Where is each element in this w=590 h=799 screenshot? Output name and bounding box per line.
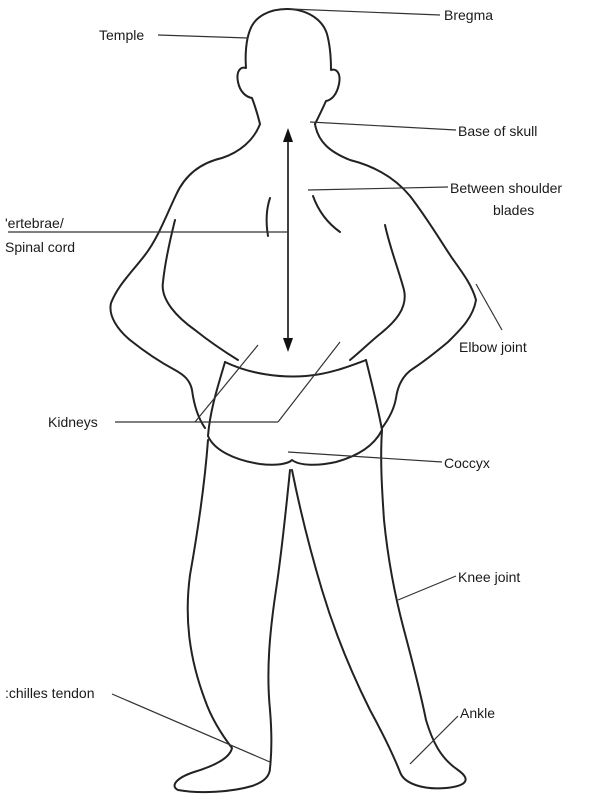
label-kidneys: Kidneys [48, 414, 98, 430]
coccyx-leader [288, 452, 442, 462]
shoulder-blade-right [313, 196, 340, 232]
kidneys-leader-right [278, 342, 340, 422]
label-between-shoulder-blades-2: blades [493, 202, 534, 218]
left-arm-inner [163, 220, 238, 360]
label-between-shoulder-blades-1: Between shoulder [450, 180, 562, 196]
label-base-of-skull: Base of skull [458, 123, 537, 139]
temple-leader [158, 35, 248, 38]
waistband-outline [225, 360, 366, 376]
label-ankle: Ankle [460, 705, 495, 721]
ankle-leader [410, 716, 458, 764]
label-achilles-tendon: :chilles tendon [5, 685, 95, 701]
elbow-joint-leader [476, 284, 502, 330]
label-vertebrae-1: 'ertebrae/ [5, 215, 64, 231]
achilles-tendon-leader [112, 694, 270, 762]
head-outline [237, 9, 339, 124]
right-arm-inner [350, 225, 405, 360]
label-vertebrae-2: Spinal cord [5, 239, 75, 255]
leader-lines [8, 9, 502, 764]
label-elbow-joint: Elbow joint [459, 339, 527, 355]
knee-joint-leader [398, 576, 456, 600]
label-temple: Temple [99, 27, 144, 43]
spine-arrow [283, 128, 293, 352]
body-outline [110, 9, 476, 792]
base-of-skull-leader [310, 122, 456, 130]
bregma-leader [290, 9, 440, 15]
label-bregma: Bregma [444, 7, 493, 23]
left-leg-outline [175, 440, 290, 792]
kidneys-leader-left [195, 345, 258, 422]
shoulder-blade-left [267, 198, 270, 236]
neck-shoulders-outline [110, 124, 476, 428]
label-knee-joint: Knee joint [458, 569, 520, 585]
label-coccyx: Coccyx [444, 455, 490, 471]
between-shoulder-blades-leader [308, 187, 448, 190]
labels: Bregma Temple Base of skull Between shou… [5, 7, 562, 721]
